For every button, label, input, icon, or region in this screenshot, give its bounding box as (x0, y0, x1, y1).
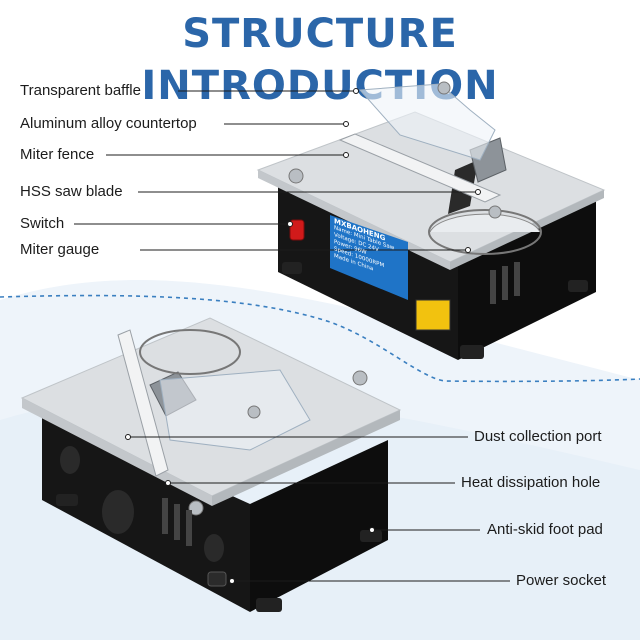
top-body-side (458, 198, 596, 360)
top-info-panel (330, 215, 408, 300)
bottom-foot-pad (56, 494, 78, 506)
callout-lines (74, 88, 510, 584)
bottom-body-hole (204, 534, 224, 562)
top-heat-vent (490, 270, 496, 304)
bottom-knob (352, 370, 368, 386)
bottom-countertop-edge-side (212, 410, 400, 506)
top-foot-pad (282, 262, 302, 274)
label-miter-fence: Miter fence (20, 146, 95, 163)
bottom-foot-pad (256, 598, 282, 612)
label-power-socket: Power socket (516, 572, 607, 589)
top-knob (437, 81, 451, 95)
top-heat-vent (514, 262, 520, 296)
top-miter-gauge-scale (429, 213, 541, 233)
bottom-foot-pad (360, 530, 382, 542)
dashed-divider (0, 294, 640, 383)
top-miter-gauge (428, 209, 542, 255)
bottom-dust-collection-port (102, 490, 134, 534)
bottom-table-saw (20, 317, 402, 612)
label-transparent-baffle: Transparent baffle (20, 82, 141, 99)
bottom-heat-vent (162, 498, 168, 534)
top-miter-fence (338, 133, 502, 203)
bottom-miter-fence (117, 329, 169, 477)
top-foot-pad (460, 345, 484, 359)
label-dust-collection-port: Dust collection port (474, 428, 602, 445)
top-warning-label (415, 299, 451, 331)
top-knob (288, 168, 304, 184)
bottom-knob (188, 500, 204, 516)
top-knob (488, 205, 502, 219)
bottom-countertop-edge-front (22, 398, 212, 506)
top-foot-pad (568, 280, 588, 292)
top-switch (289, 219, 305, 241)
bottom-transparent-baffle (159, 369, 311, 451)
label-hss-saw-blade: HSS saw blade (20, 183, 123, 200)
top-table-saw (256, 81, 606, 360)
bottom-power-socket (207, 571, 227, 587)
label-anti-skid-foot-pad: Anti-skid foot pad (487, 521, 603, 538)
bottom-body-hole (60, 446, 80, 474)
bottom-knob (247, 405, 261, 419)
top-heat-vent (502, 266, 508, 300)
bottom-body-front (42, 410, 250, 612)
label-switch: Switch (20, 215, 65, 232)
bottom-miter-gauge (139, 329, 241, 375)
bottom-heat-vent (186, 510, 192, 546)
label-aluminum-countertop: Aluminum alloy countertop (20, 115, 197, 132)
label-miter-gauge: Miter gauge (20, 241, 100, 258)
bottom-heat-vent (174, 504, 180, 540)
label-heat-dissipation-hole: Heat dissipation hole (461, 474, 601, 491)
